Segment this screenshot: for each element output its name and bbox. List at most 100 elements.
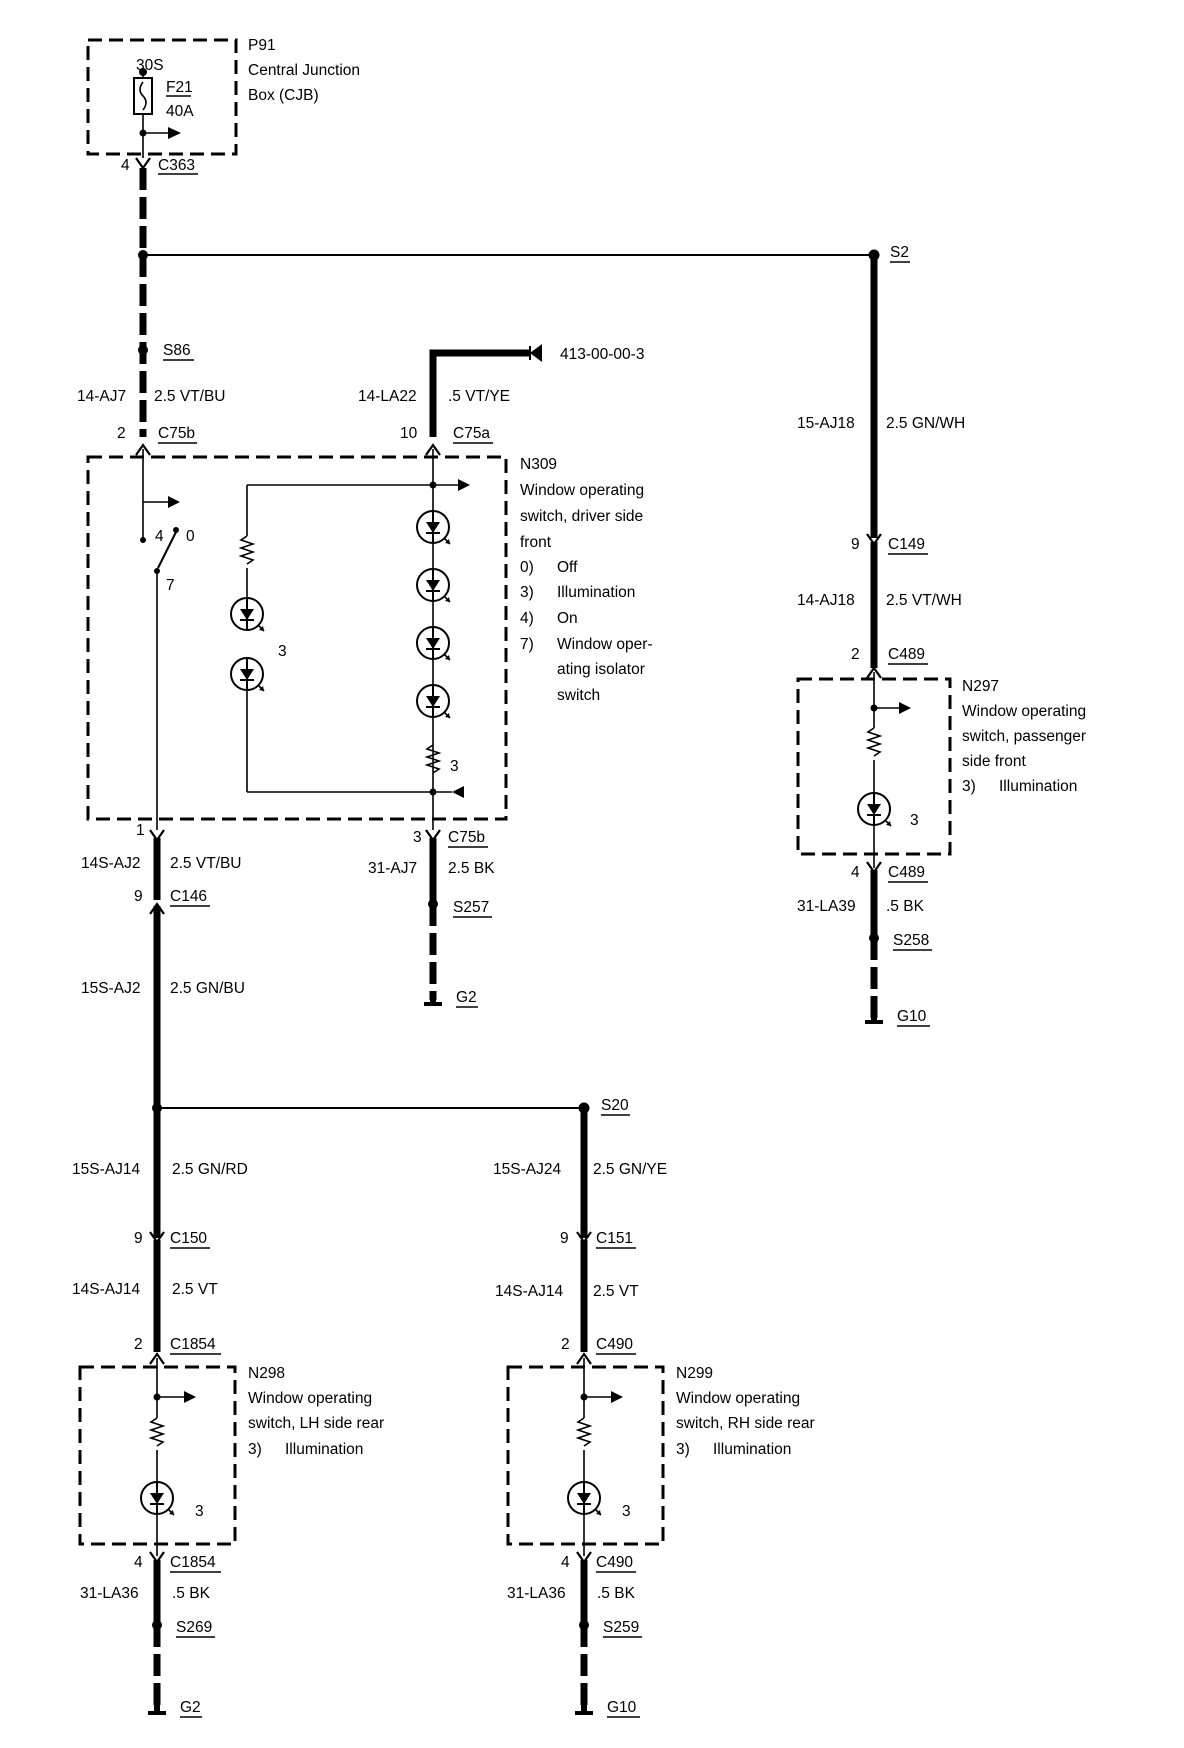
n309-switch-pin-4: 4 [155,528,164,545]
n309-illum-label-right: 3 [450,758,459,775]
c489-bottom-pin: 4 [851,864,860,881]
c1854-top-name: C1854 [170,1336,216,1353]
wire-31la36-right-spec: .5 BK [597,1585,636,1602]
n309-legend-text-1: Off [557,559,578,576]
wire-31la36-left-spec: .5 BK [172,1585,211,1602]
c75b-bottom-name: C75b [448,829,485,846]
c489-top-name: C489 [888,646,925,663]
cjb-id: P91 [248,37,276,54]
n297-id: N297 [962,678,999,695]
n297-legend-text: Illumination [999,778,1077,795]
n309-legend-cont-2: switch [557,687,600,704]
n297-desc-2: switch, passenger [962,728,1086,745]
ground-g10-right: G10 [897,1008,927,1025]
wire-14la22 [429,349,530,437]
wire-31la36-left-circuit: 31-LA36 [80,1585,139,1602]
n309-legend-text-3: On [557,610,578,627]
wire-14la22-circuit: 14-LA22 [358,388,417,405]
splice-s2: S2 [890,244,909,261]
c490-bottom-pin: 4 [561,1554,570,1571]
n297-desc-1: Window operating [962,703,1086,720]
wire-14saj14-right-spec: 2.5 VT [593,1283,639,1300]
wire-31aj7-spec: 2.5 BK [448,860,495,877]
wire-31aj7-circuit: 31-AJ7 [368,860,417,877]
c1854-top-pin: 2 [134,1336,143,1353]
n309-lamp-4 [416,568,451,603]
n309-legend-text-4: Window oper- [557,636,653,653]
n298-desc-2: switch, LH side rear [248,1415,384,1432]
wire-14la22-spec: .5 VT/YE [448,388,510,405]
n299-module: N299 Window operating switch, RH side re… [506,1358,815,1556]
cjb-label-2: Box (CJB) [248,87,319,104]
n299-desc-2: switch, RH side rear [676,1415,815,1432]
wire-14saj14-left-spec: 2.5 VT [172,1281,218,1298]
n309-lamp-1 [230,597,265,632]
n297-lamp [857,792,892,827]
wire-31la36-right-circuit: 31-LA36 [507,1585,566,1602]
n309-id: N309 [520,456,557,473]
n309-lamp-3 [416,510,451,545]
c490-bottom-name: C490 [596,1554,633,1571]
c146-name: C146 [170,888,207,905]
splice-s259: S259 [603,1619,639,1636]
ground-g2-bottom: G2 [180,1699,201,1716]
c1854-bottom-pin: 4 [134,1554,143,1571]
n309-legend-num-2: 3) [520,584,534,601]
wire-14aj7-spec: 2.5 VT/BU [154,388,226,405]
wire-14aj18-spec: 2.5 VT/WH [886,592,962,609]
n309-lamp-5 [416,626,451,661]
n309-legend-num-3: 4) [520,610,534,627]
n309-legend-text-2: Illumination [557,584,635,601]
wire-14aj18-circuit: 14-AJ18 [797,592,855,609]
n309-desc-1: Window operating [520,482,644,499]
n309-illum-label-left: 3 [278,643,287,660]
n309-desc-2: switch, driver side [520,508,643,525]
c146-pin: 9 [134,888,143,905]
n299-desc-1: Window operating [676,1390,800,1407]
n299-legend-num: 3) [676,1441,690,1458]
ground-g2-mid-icon [424,994,442,1004]
c75b-bottom-left-pin: 1 [136,822,145,839]
c150-name: C150 [170,1230,207,1247]
c490-top-pin: 2 [561,1336,570,1353]
wire-15saj24-spec: 2.5 GN/YE [593,1161,667,1178]
c489-top-pin: 2 [851,646,860,663]
fuse-rating: 40A [166,103,194,120]
n299-id: N299 [676,1365,713,1382]
splice-s258: S258 [893,932,929,949]
n298-id: N298 [248,1365,285,1382]
n299-illum-label: 3 [622,1503,631,1520]
wire-14saj2-spec: 2.5 VT/BU [170,855,242,872]
splice-s269: S269 [176,1619,212,1636]
n309-legend-num-4: 7) [520,636,534,653]
splice-s20: S20 [601,1097,629,1114]
fuse-id: F21 [166,79,193,96]
n298-legend-num: 3) [248,1441,262,1458]
n298-illum-label: 3 [195,1503,204,1520]
c490-top-name: C490 [596,1336,633,1353]
c75b-bottom-pin: 3 [413,829,422,846]
ground-g2-mid: G2 [456,989,477,1006]
n309-switch-contact [157,531,177,569]
wire-14saj2-circuit: 14S-AJ2 [81,855,140,872]
c75b-top-pin: 2 [117,425,126,442]
ground-g10-right-icon [865,1012,883,1022]
splice-s86: S86 [163,342,191,359]
wire-15saj2-circuit: 15S-AJ2 [81,980,140,997]
ground-g2-bottom-icon [148,1703,166,1713]
n297-module: N297 Window operating switch, passenger … [796,672,1086,868]
n297-desc-3: side front [962,753,1026,770]
n309-lamp-6 [416,684,451,719]
wire-15saj24-circuit: 15S-AJ24 [493,1161,561,1178]
n309-switch-pin-0: 0 [186,528,195,545]
n298-desc-1: Window operating [248,1390,372,1407]
c363-name: C363 [158,157,195,174]
wire-15aj18-circuit: 15-AJ18 [797,415,855,432]
n309-legend-num-1: 0) [520,559,534,576]
wire-15saj2-spec: 2.5 GN/BU [170,980,245,997]
c151-name: C151 [596,1230,633,1247]
c149-pin: 9 [851,536,860,553]
c151-pin: 9 [560,1230,569,1247]
ground-g10-bottom: G10 [607,1699,637,1716]
